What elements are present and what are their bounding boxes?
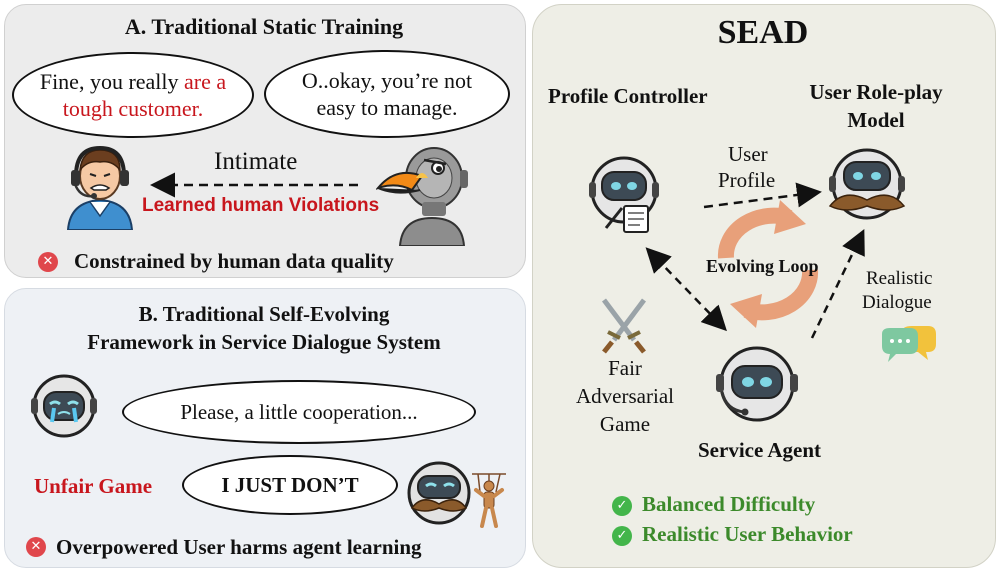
mustache-robot-icon	[828, 148, 906, 220]
bubble-right-line-1: O..okay, you’re not	[301, 68, 473, 93]
fair-label-line-3: Game	[599, 412, 651, 436]
bubble-left-red-text-1: are a	[184, 69, 227, 94]
customer-speech-bubble: Fine, you really are a tough customer.	[12, 52, 254, 138]
crying-robot-icon	[31, 374, 97, 438]
user-roleplay-label-line-1: User Role-play	[809, 80, 943, 104]
panel-b-title-line-2: Framework in Service Dialogue System	[87, 330, 441, 354]
evolving-loop-label: Evolving Loop	[706, 256, 819, 276]
toucan-robot-icon	[376, 147, 468, 246]
bubble-top-text: Please, a little cooperation...	[180, 399, 418, 424]
mustache-robot-icon	[407, 461, 471, 525]
panel-sead	[532, 4, 996, 568]
chat-bubbles-icon	[882, 326, 936, 362]
bubble-right-line-2: easy to manage.	[316, 95, 458, 120]
panel-a-footer: Constrained by human data quality	[74, 249, 394, 273]
profile-controller-label: Profile Controller	[548, 84, 708, 108]
bubble-bottom-text: I JUST DON’T	[221, 472, 359, 497]
check-item-balanced-difficulty: Balanced Difficulty	[642, 492, 816, 516]
user-profile-label-line-1: User	[728, 142, 768, 166]
sead-title: SEAD	[717, 14, 809, 51]
user-refusal-bubble: I JUST DON’T	[182, 455, 398, 515]
x-mark-icon: ✕	[38, 252, 58, 272]
check-mark-icon: ✓	[612, 526, 632, 546]
fair-label-line-2: Adversarial	[576, 384, 674, 408]
learned-violations-label: Learned human Violations	[142, 195, 380, 216]
user-profile-label-line-2: Profile	[718, 168, 776, 192]
robot-with-notepad-icon	[589, 156, 659, 233]
customer-service-person-icon	[66, 145, 134, 230]
service-robot-icon	[716, 346, 798, 422]
unfair-game-label: Unfair Game	[34, 474, 153, 498]
panel-b-title-line-1: B. Traditional Self-Evolving	[138, 302, 390, 326]
panel-b-footer: Overpowered User harms agent learning	[56, 535, 422, 559]
agent-cooperation-bubble: Please, a little cooperation...	[122, 380, 476, 444]
bubble-left-text: Fine, you really	[39, 69, 185, 94]
agent-speech-bubble: O..okay, you’re not easy to manage.	[264, 50, 510, 138]
check-item-realistic-user-behavior: Realistic User Behavior	[642, 522, 853, 546]
panel-a-title: A. Traditional Static Training	[124, 14, 404, 39]
check-mark-icon: ✓	[612, 496, 632, 516]
user-roleplay-label-line-2: Model	[847, 108, 905, 132]
crossed-swords-icon	[602, 298, 646, 354]
puppet-icon	[472, 473, 506, 528]
fair-label-line-1: Fair	[608, 356, 642, 380]
realistic-dialogue-label-line-2: Dialogue	[862, 292, 932, 313]
x-mark-icon: ✕	[26, 537, 46, 557]
service-agent-label: Service Agent	[698, 438, 822, 462]
bubble-left-red-text-2: tough customer.	[62, 96, 204, 121]
arrow-label-intimate: Intimate	[214, 148, 298, 175]
realistic-dialogue-label-line-1: Realistic	[866, 268, 933, 289]
